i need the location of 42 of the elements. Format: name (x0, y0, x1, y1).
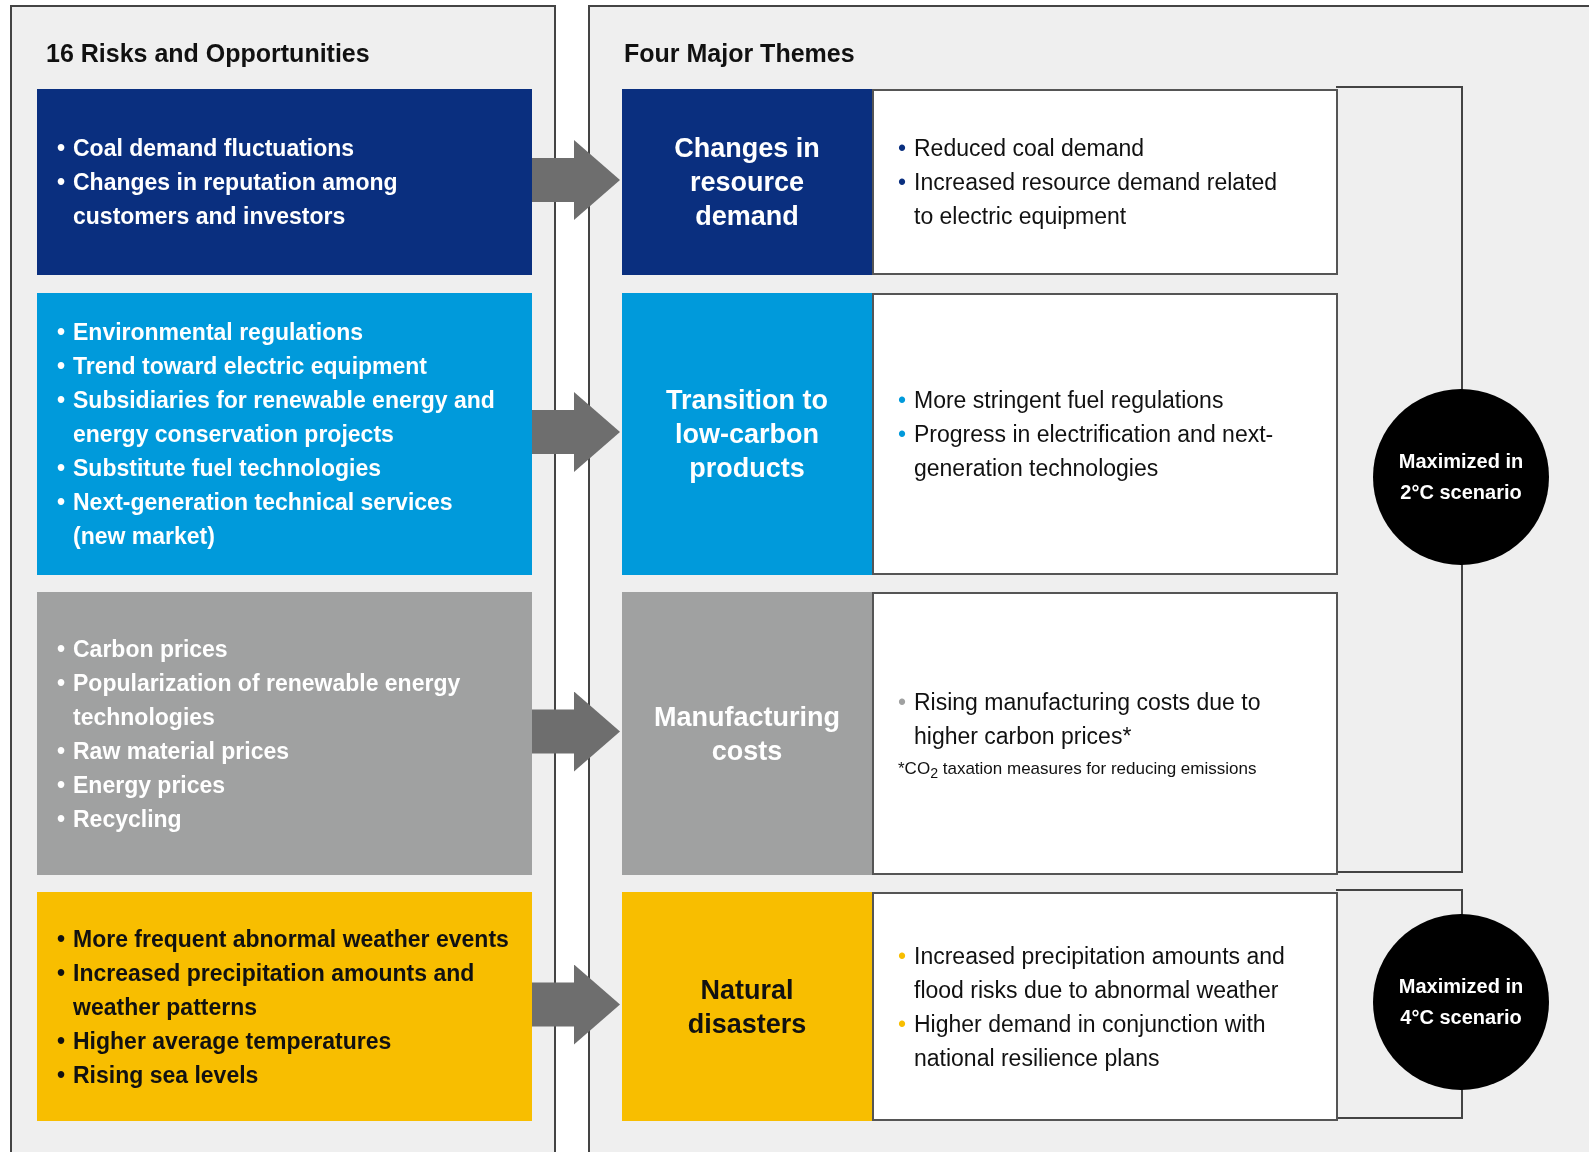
bullet-item: • Rising sea levels (57, 1060, 260, 1090)
risk-box (37, 592, 532, 875)
bullet-item: • More stringent fuel regulations (898, 386, 1225, 415)
bullet-item: • Reduced coal demand (898, 134, 1146, 163)
theme-box: Changes in resource demand (622, 89, 872, 275)
bullet-item: • Rising manufacturing costs due to higher carbon prices* (898, 688, 1262, 752)
detail-box (872, 892, 1338, 1121)
detail-box (872, 592, 1338, 875)
theme-box: Transition to low-carbon products (622, 293, 872, 575)
bullet-item: • Next-generation technical services (new market) (57, 488, 454, 551)
bullet-item: • Increased precipitation amounts and weather patterns (57, 958, 476, 1022)
theme-box: Manufacturing costs (622, 592, 872, 875)
panel-heading: Four Major Themes (624, 39, 855, 68)
footnote: *CO$_{2}$ taxation measures for reducing emissions (898, 759, 1258, 782)
bullet-item: • Progress in electrification and next-generation technologies (898, 420, 1275, 483)
panel-heading: 16 Risks and Opportunities (46, 39, 370, 68)
bullet-item: • Changes in reputation among customers and investors (57, 168, 399, 231)
scenario-circle: Maximized in 2°C scenario (1373, 389, 1549, 565)
bullet-item: • Recycling (57, 804, 183, 834)
theme-box: Natural disasters (622, 892, 872, 1121)
bullet-item: • Trend toward electric equipment (57, 352, 429, 381)
bullet-item: • Environmental regulations (57, 318, 365, 347)
bullet-item: • Substitute fuel technologies (57, 454, 382, 483)
detail-box (872, 293, 1338, 575)
risk-box (37, 293, 532, 575)
bullet-item: • Energy prices (57, 770, 227, 800)
scenario-circle: Maximized in 4°C scenario (1373, 914, 1549, 1090)
panel (588, 5, 1589, 1152)
bullet-item: • Subsidiaries for renewable energy and energy conservation projects (57, 386, 496, 449)
panel (10, 5, 556, 1152)
detail-box (872, 89, 1338, 275)
bullet-item: • Raw material prices (57, 736, 291, 766)
bullet-item: • Carbon prices (57, 634, 229, 664)
bullet-item: • Higher demand in conjunction with national resilience plans (898, 1009, 1267, 1073)
risk-box (37, 892, 532, 1121)
bullet-item: • Higher average temperatures (57, 1026, 393, 1056)
bullet-item: • Increased resource demand related to electric equipment (898, 168, 1279, 231)
bullet-item: • More frequent abnormal weather events (57, 924, 510, 954)
bullet-item: • Increased precipitation amounts and flood risks due to abnormal weather (898, 941, 1286, 1005)
risk-box (37, 89, 532, 275)
bullet-item: • Popularization of renewable energy technologies (57, 668, 462, 732)
bullet-item: • Coal demand fluctuations (57, 134, 356, 163)
